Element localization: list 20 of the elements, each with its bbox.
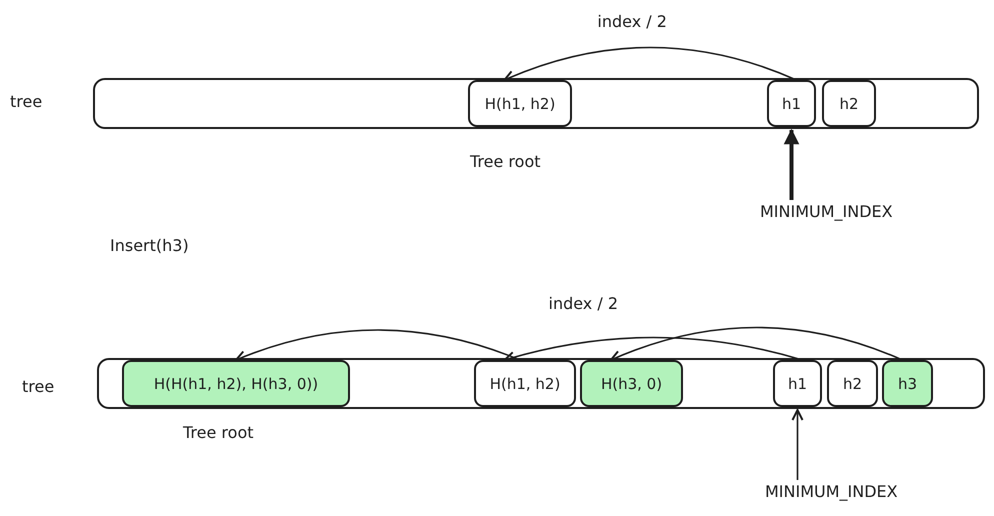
array-cell: h1 bbox=[767, 80, 816, 127]
index-label: MINIMUM_INDEX bbox=[760, 202, 893, 221]
step-label: Insert(h3) bbox=[110, 236, 189, 255]
array-cell: H(h1, h2) bbox=[468, 80, 572, 127]
array-cell: H(h1, h2) bbox=[474, 360, 576, 407]
array-bar bbox=[97, 358, 985, 409]
arrow bbox=[792, 409, 804, 480]
index-label: MINIMUM_INDEX bbox=[765, 482, 898, 501]
node-label: tree bbox=[22, 377, 54, 396]
array-bar bbox=[93, 78, 979, 129]
arrow bbox=[784, 129, 799, 200]
array-cell: h1 bbox=[773, 360, 822, 407]
node-label: Tree root bbox=[183, 423, 254, 442]
array-cell: h2 bbox=[827, 360, 878, 407]
node-label: Tree root bbox=[470, 152, 540, 171]
highlighted-cell: H(H(h1, h2), H(h3, 0)) bbox=[122, 360, 350, 407]
node-label: tree bbox=[10, 92, 42, 111]
array-cell: h2 bbox=[822, 80, 876, 127]
highlighted-cell: h3 bbox=[882, 360, 933, 407]
highlighted-cell: H(h3, 0) bbox=[580, 360, 683, 407]
